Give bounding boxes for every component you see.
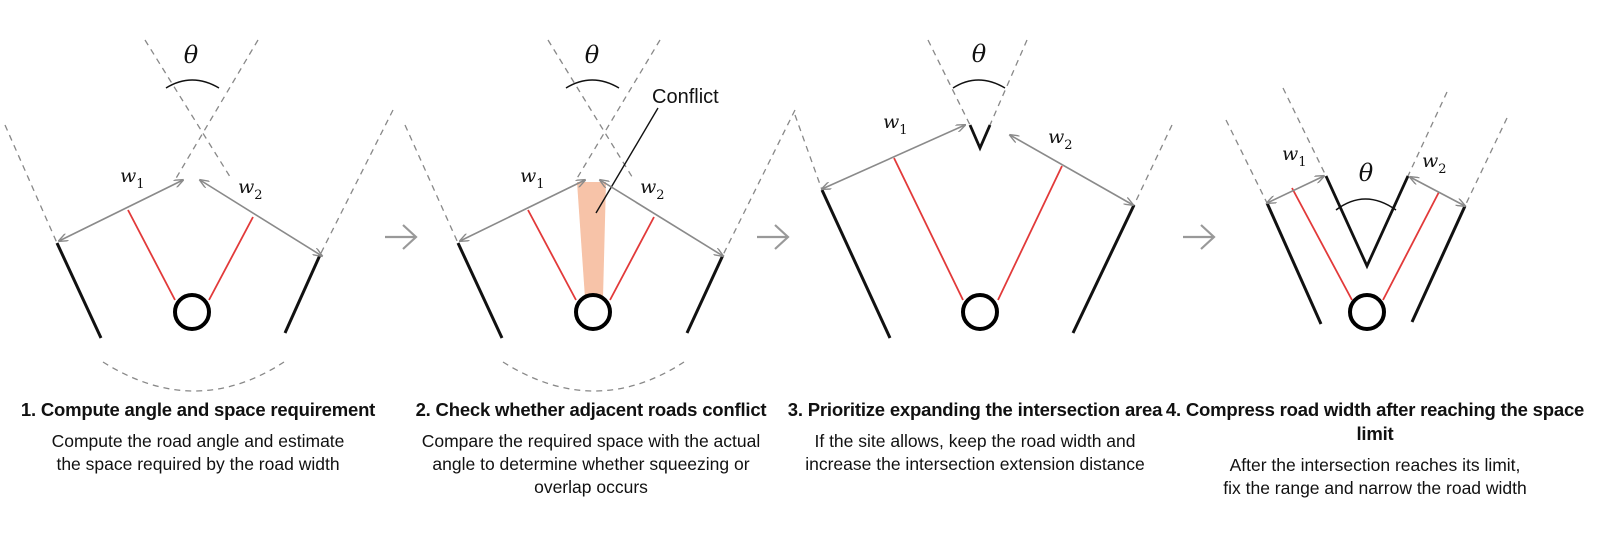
guide-line xyxy=(722,109,796,256)
road-edge-left xyxy=(820,189,892,339)
step-title: 4. Compress road width after reaching th… xyxy=(1165,399,1585,444)
conflict-label: Conflict xyxy=(652,86,719,108)
width-arrow-w2 xyxy=(600,180,723,256)
guide-line xyxy=(174,39,259,181)
extension-arc xyxy=(102,361,285,392)
step-description: Compare the required space with the actu… xyxy=(421,431,761,497)
intersection-node xyxy=(173,293,211,331)
w2-label: w2 xyxy=(640,176,665,203)
theta-label: θ xyxy=(184,41,199,69)
guide-line xyxy=(794,114,823,191)
guide-line xyxy=(319,109,394,256)
road-width-line xyxy=(127,209,176,301)
w2-label: w2 xyxy=(238,176,263,203)
arrow-right-icon xyxy=(757,224,790,250)
panel-1: θ w1 w2 xyxy=(4,39,394,392)
w1-label: w1 xyxy=(883,111,908,138)
angle-arc xyxy=(165,79,220,89)
width-arrow-w1 xyxy=(1267,176,1324,203)
extension-arc xyxy=(502,361,685,392)
conflict-zone xyxy=(577,182,606,298)
intersection-node xyxy=(1348,293,1386,331)
road-width-line xyxy=(997,165,1063,301)
step-title: 1. Compute angle and space requirement xyxy=(20,399,376,420)
road-edge-right xyxy=(283,254,322,334)
guide-line xyxy=(989,39,1028,126)
step-description: If the site allows, keep the road width … xyxy=(805,431,1145,474)
step-1-caption: 1. Compute angle and space requirement C… xyxy=(3,398,393,476)
theta-label: θ xyxy=(972,40,987,68)
guide-line xyxy=(1282,87,1327,177)
step-description: Compute the road angle and estimate the … xyxy=(51,431,345,474)
road-edge-right xyxy=(685,254,725,334)
intersection-vertex xyxy=(968,124,992,152)
road-edge-left xyxy=(456,242,504,339)
intersection-node xyxy=(961,293,999,331)
guide-line xyxy=(404,124,459,244)
step-title: 3. Prioritize expanding the intersection… xyxy=(787,399,1163,420)
guide-line xyxy=(1133,124,1173,206)
width-arrow-w1 xyxy=(822,125,965,189)
width-arrow-w2 xyxy=(1010,135,1133,205)
arrow-right-icon xyxy=(385,224,418,250)
step-2-caption: 2. Check whether adjacent roads conflict… xyxy=(396,398,786,499)
road-edge-left xyxy=(1265,202,1323,325)
w1-label: w1 xyxy=(520,165,545,192)
guide-line xyxy=(4,124,58,244)
step-description: After the intersection reaches its limit… xyxy=(1223,455,1527,498)
road-width-line xyxy=(609,216,655,301)
road-width-line xyxy=(527,209,577,301)
step-4-caption: 4. Compress road width after reaching th… xyxy=(1160,398,1590,500)
theta-label: θ xyxy=(1359,159,1374,187)
guide-line xyxy=(1407,91,1448,177)
road-edge-left xyxy=(55,242,103,339)
road-edge-right xyxy=(1071,204,1136,334)
panel-4: θ w1 w2 xyxy=(1225,87,1508,331)
angle-arc xyxy=(1335,198,1397,211)
guide-line xyxy=(1464,117,1508,207)
width-arrow-w2 xyxy=(1410,177,1465,206)
road-edge-right xyxy=(1410,205,1467,323)
width-arrow-w2 xyxy=(200,180,322,256)
panel-2: θ Conflict w1 w2 xyxy=(404,39,796,392)
road-width-line xyxy=(1382,191,1440,301)
road-width-line xyxy=(208,216,254,301)
arrow-right-icon xyxy=(1183,224,1216,250)
width-arrow-w1 xyxy=(460,180,585,241)
guide-line xyxy=(144,39,233,181)
intersection-node xyxy=(574,293,612,331)
panel-3: θ w1 w2 xyxy=(794,39,1173,339)
theta-label: θ xyxy=(585,41,600,69)
w2-label: w2 xyxy=(1422,150,1447,177)
guide-line xyxy=(575,39,661,181)
guide-line xyxy=(1225,119,1268,204)
guide-line xyxy=(547,39,635,181)
angle-arc xyxy=(565,79,620,89)
angle-arc xyxy=(952,79,1006,89)
step-title: 2. Check whether adjacent roads conflict xyxy=(415,399,767,420)
width-arrow-w1 xyxy=(59,180,183,241)
narrowed-vertex xyxy=(1324,175,1410,270)
w1-label: w1 xyxy=(1282,143,1307,170)
w1-label: w1 xyxy=(120,165,145,192)
step-3-caption: 3. Prioritize expanding the intersection… xyxy=(780,398,1170,476)
guide-line xyxy=(927,39,971,126)
road-width-line xyxy=(893,157,964,301)
w2-label: w2 xyxy=(1048,126,1073,153)
road-width-line xyxy=(1291,187,1353,301)
